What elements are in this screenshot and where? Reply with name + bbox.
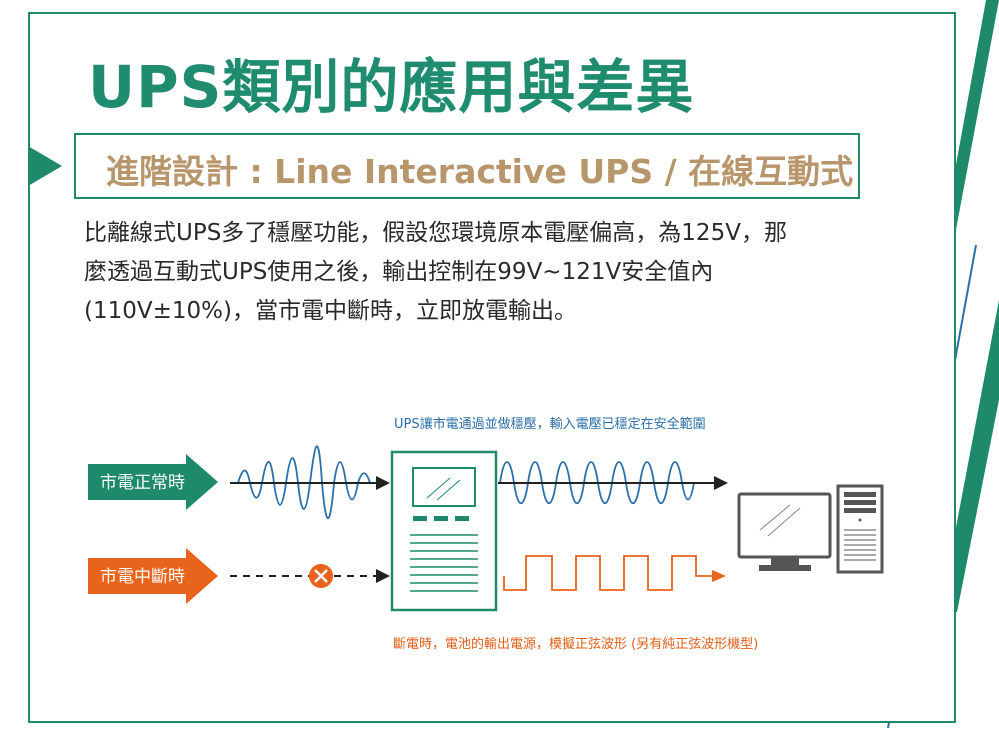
subtitle-arrow-icon <box>28 146 62 186</box>
page-title: UPS類別的應用與差異 <box>88 53 695 121</box>
subtitle-box <box>74 133 860 199</box>
description-line: (110V±10%)，當市電中斷時，立即放電輸出。 <box>84 298 577 324</box>
description-line: 比離線式UPS多了穩壓功能，假設您環境原本電壓偏高，為125V，那 <box>84 220 787 246</box>
subtitle: 進階設計 : Line Interactive UPS / 在線互動式 <box>106 152 854 191</box>
note-normal: UPS讓市電通過並做穩壓，輸入電壓已穩定在安全範圍 <box>394 417 706 432</box>
label-normal: 市電正常時 <box>100 473 185 493</box>
ups-unit-icon <box>390 450 498 612</box>
note-outage: 斷電時，電池的輸出電源，模擬正弦波形 (另有純正弦波形機型) <box>393 637 759 652</box>
description: 比離線式UPS多了穩壓功能，假設您環境原本電壓偏高，為125V，那 麼透過互動式… <box>84 214 884 331</box>
desktop-computer-icon <box>737 484 884 574</box>
label-normal-arrow-icon <box>88 454 218 510</box>
label-outage: 市電中斷時 <box>100 567 185 587</box>
description-line: 麼透過互動式UPS使用之後，輸出控制在99V~121V安全值內 <box>84 259 714 285</box>
square-wave <box>503 555 716 591</box>
label-outage-arrow-icon <box>88 548 218 604</box>
